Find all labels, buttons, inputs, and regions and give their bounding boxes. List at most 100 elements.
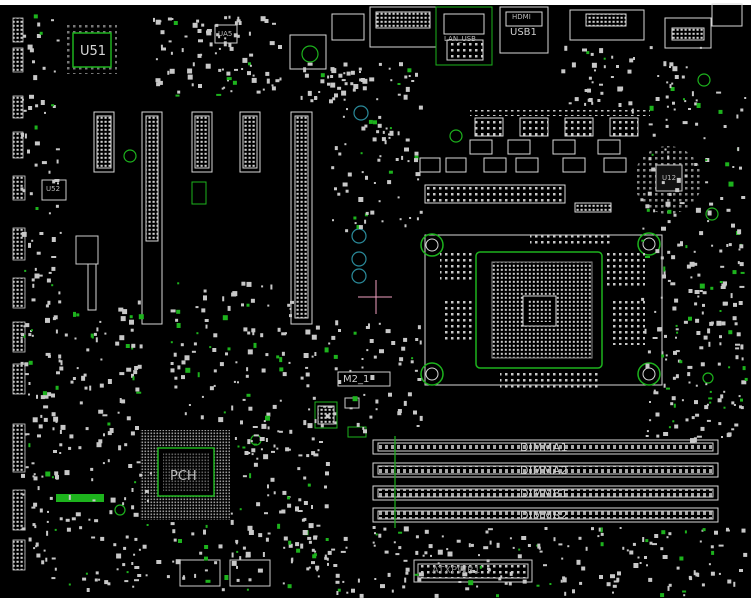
smd-component [116,553,122,559]
smd-component [212,348,217,352]
smd-component [184,355,190,361]
smd-component [709,390,712,393]
smd-component [660,296,663,299]
smd-component [697,273,701,277]
smd-component [248,530,254,535]
smd-component [720,286,726,289]
smd-component [496,594,499,598]
smd-component [358,225,363,230]
smd-component [49,496,53,500]
smd-component [169,68,175,74]
smd-component [54,528,57,531]
smd-component [316,524,321,527]
smd-component [691,416,695,420]
smd-component [229,46,234,51]
smd-component [642,227,645,230]
smd-component [33,502,38,507]
smd-component [84,386,88,390]
smd-component [44,111,46,114]
smd-component [351,588,355,593]
smd-component [458,581,462,583]
smd-component [193,342,197,346]
smd-component [376,130,380,134]
smd-component [331,166,335,170]
smd-component [182,576,186,580]
smd-component [500,575,503,579]
smd-component [705,181,709,184]
smd-component [21,527,26,531]
smd-component [107,459,110,463]
label-usb1: USB1 [510,27,537,38]
smd-component [28,106,33,110]
smd-component [247,439,251,445]
smd-component [320,73,325,78]
smd-component [137,364,142,369]
smd-component [31,239,34,242]
smd-component [36,553,41,558]
smd-component [47,392,52,397]
smd-component [43,417,48,422]
smd-component [21,231,27,237]
smd-component [144,489,149,493]
smd-component [718,422,722,426]
smd-component [733,404,736,406]
smd-component [564,591,567,596]
smd-component [446,548,449,551]
smd-component [416,217,419,221]
smd-component [307,536,312,540]
smd-component [36,394,38,399]
smd-component [399,218,402,221]
smd-component [174,376,178,380]
smd-component [28,242,31,248]
smd-component [116,568,119,571]
smd-component [203,289,207,293]
smd-component [270,284,273,290]
smd-component [281,509,286,514]
smd-component [417,178,420,181]
smd-component [726,527,729,531]
smd-component [41,560,45,565]
smd-component [60,360,63,366]
smd-component [684,530,687,534]
smd-component [119,398,122,403]
smd-component [377,123,382,128]
smd-component [405,86,410,92]
smd-component [271,450,275,453]
smd-component [227,305,231,311]
smd-component [646,208,650,212]
smd-component [273,444,276,448]
smd-component [276,447,279,450]
smd-component [219,362,224,367]
smd-component [701,583,705,587]
smd-component [597,99,601,102]
smd-component [99,383,104,388]
smd-component [134,579,139,582]
smd-component [401,346,406,351]
smd-component [667,250,671,254]
smd-component [260,448,263,451]
smd-component [41,161,47,165]
smd-component [311,548,315,552]
smd-component [45,352,51,356]
smd-component [41,475,44,478]
smd-component [681,399,684,402]
smd-component [376,98,379,101]
smd-component [28,537,32,542]
smd-component [616,577,620,582]
smd-component [702,528,706,532]
smd-component [723,125,727,128]
smd-component [25,433,30,436]
smd-component [324,556,328,560]
smd-component [694,400,698,405]
smd-component [47,300,51,305]
smd-component [224,575,229,580]
smd-component [587,88,591,93]
smd-component [675,324,678,327]
smd-component [683,98,685,101]
smd-component [378,62,382,66]
smd-component [644,328,647,334]
smd-component [632,542,636,546]
smd-component [246,367,249,372]
smd-component [233,380,236,383]
smd-component [584,102,587,106]
